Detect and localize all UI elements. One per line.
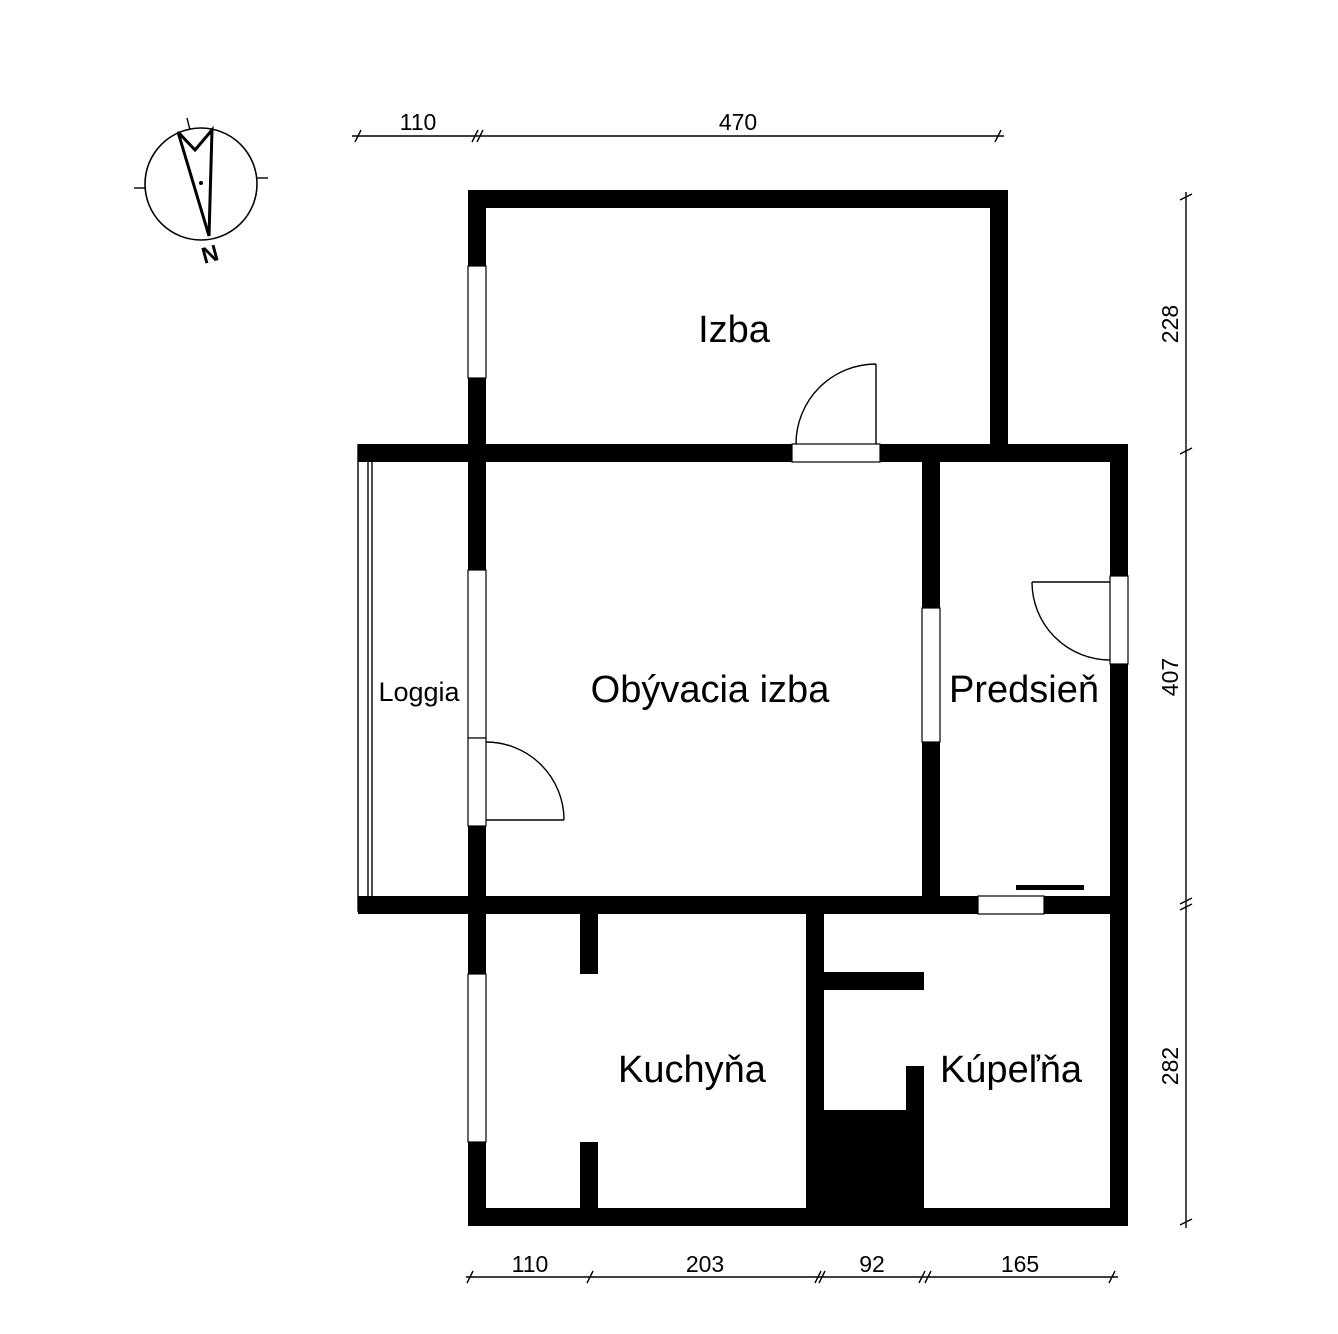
- dimension-bottom: 110 203 92 165: [466, 1251, 1118, 1284]
- windows: [467, 265, 1129, 1143]
- dim-right-2: 407: [1157, 658, 1183, 696]
- room-labels: Izba Obývacia izba Predsieň Loggia Kuchy…: [378, 309, 1099, 1091]
- dim-bottom-1: 110: [512, 1251, 549, 1277]
- dimension-right: 228 407 282: [1157, 192, 1193, 1228]
- dim-top-1: 110: [400, 109, 437, 135]
- dim-bottom-2: 203: [686, 1251, 724, 1277]
- dimension-top: 110 470: [352, 109, 1004, 143]
- loggia-railing: [357, 444, 470, 912]
- dim-right-1: 228: [1157, 305, 1183, 343]
- opening-obyvacia-predsien: [921, 607, 941, 743]
- dim-bottom-3: 92: [859, 1251, 885, 1277]
- dim-bottom-4: 165: [1001, 1251, 1039, 1277]
- door-opening-izba: [791, 443, 881, 463]
- door-swings: [485, 363, 1111, 890]
- room-label-predsien: Predsieň: [949, 669, 1099, 711]
- window-kuchyna: [467, 973, 487, 1143]
- room-label-loggia: Loggia: [378, 677, 460, 707]
- north-arrow-icon: N: [134, 117, 268, 269]
- room-label-izba: Izba: [698, 309, 771, 351]
- dim-right-3: 282: [1157, 1047, 1183, 1085]
- door-opening-loggia: [467, 737, 487, 827]
- room-label-kuchyna: Kuchyňa: [618, 1049, 767, 1091]
- door-opening-entrance: [1109, 575, 1129, 665]
- window-obyvacia: [467, 569, 487, 739]
- room-label-obyvacia: Obývacia izba: [591, 669, 831, 711]
- dim-top-2: 470: [719, 109, 757, 135]
- room-label-kupelna: Kúpeľňa: [940, 1049, 1083, 1091]
- window-izba: [467, 265, 487, 379]
- compass-label: N: [199, 239, 222, 268]
- door-opening-predsien: [977, 895, 1045, 915]
